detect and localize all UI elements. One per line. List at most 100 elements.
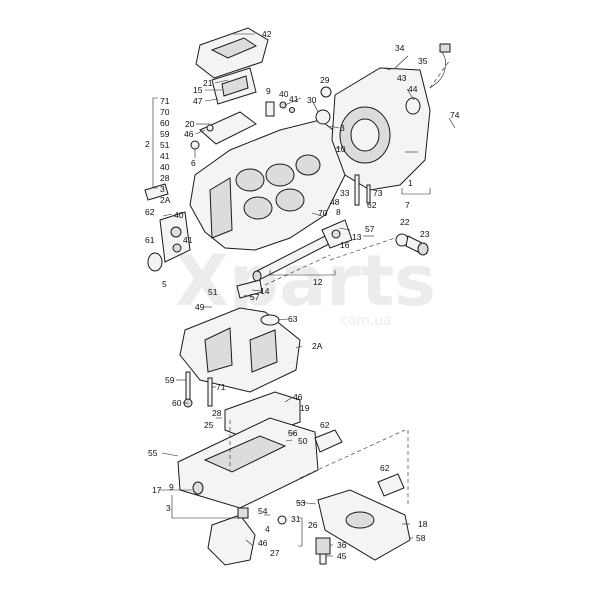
leader-lines — [160, 55, 456, 557]
callout-34: 34 — [395, 43, 405, 53]
bracket-26 — [298, 517, 303, 547]
callout-42: 42 — [262, 29, 272, 39]
callout-35: 35 — [418, 56, 428, 66]
bracket-3-lower — [171, 495, 240, 519]
callout-62-lower: 62 — [380, 463, 390, 473]
callout-16: 16 — [340, 240, 350, 250]
callout-stack-71: 71 — [160, 96, 170, 106]
assembly-line-2 — [299, 429, 406, 479]
callout-47: 47 — [193, 96, 203, 106]
callout-57-bottom: 57 — [250, 292, 260, 302]
callout-55: 55 — [148, 448, 158, 458]
callout-19: 19 — [300, 403, 310, 413]
callout-5: 5 — [162, 279, 167, 289]
callout-63: 63 — [288, 314, 298, 324]
oil-pan-upper — [177, 417, 319, 509]
callout-49: 49 — [195, 302, 205, 312]
lower-crankcase — [179, 307, 301, 393]
callout-2A: 2A — [312, 341, 323, 351]
callout-62-pan: 62 — [320, 420, 330, 430]
long-bolt — [354, 174, 360, 206]
callout-56: 56 — [288, 428, 298, 438]
callout-48: 48 — [330, 197, 340, 207]
callout-4: 4 — [265, 524, 270, 534]
oil-pan-lower — [317, 489, 411, 561]
callout-stack-70: 70 — [160, 107, 170, 117]
callout-41-top: 41 — [289, 94, 299, 104]
shaft-bushing — [395, 233, 429, 256]
callout-36: 36 — [337, 540, 347, 550]
callout-28: 28 — [212, 408, 222, 418]
callout-61: 61 — [145, 235, 155, 245]
callout-51: 51 — [208, 287, 218, 297]
callout-stack-51: 51 — [160, 140, 170, 150]
seal-ring — [320, 86, 332, 98]
callout-70: 70 — [318, 208, 328, 218]
callout-46-lower: 46 — [258, 538, 268, 548]
assembly-line-4 — [329, 237, 396, 261]
bracket-1-7 — [401, 188, 431, 195]
callout-stack-28: 28 — [160, 173, 170, 183]
callout-stack-2A: 2A — [160, 195, 171, 205]
callout-53: 53 — [296, 498, 306, 508]
upper-cover-assembly — [195, 27, 269, 105]
small-sensor — [190, 140, 200, 158]
oil-strainer — [207, 507, 256, 566]
callout-12: 12 — [313, 277, 323, 287]
plug-small — [279, 101, 287, 109]
callout-15: 15 — [193, 85, 203, 95]
callout-7: 7 — [405, 200, 410, 210]
callout-50: 50 — [298, 436, 308, 446]
callout-8: 8 — [336, 207, 341, 217]
callout-3-lower: 3 — [166, 503, 171, 513]
callout-46-mid: 46 — [293, 392, 303, 402]
gasket-plate — [199, 111, 257, 145]
bracket-12 — [269, 270, 336, 276]
callout-17: 17 — [152, 485, 162, 495]
plug-small-b — [289, 107, 295, 113]
callout-6: 6 — [191, 158, 196, 168]
callout-60: 60 — [172, 398, 182, 408]
assembly-line-6 — [429, 59, 451, 89]
callout-33: 33 — [340, 188, 350, 198]
callout-40-top: 40 — [279, 89, 289, 99]
callout-57-top: 57 — [365, 224, 375, 234]
callout-9: 9 — [266, 86, 271, 96]
callout-stack-40: 40 — [160, 162, 170, 172]
callout-stack-60: 60 — [160, 118, 170, 128]
engine-block — [189, 119, 346, 251]
callout-30: 30 — [307, 95, 317, 105]
callout-27: 27 — [270, 548, 280, 558]
bolt-73 — [366, 184, 371, 204]
callout-stack-41: 41 — [160, 151, 170, 161]
bracket-small — [236, 279, 263, 299]
callout-62-left: 62 — [145, 207, 155, 217]
callout-stack-3: 3 — [160, 184, 165, 194]
callout-43: 43 — [397, 73, 407, 83]
callout-1: 1 — [408, 178, 413, 188]
callout-29: 29 — [320, 75, 330, 85]
filter-element-upper — [314, 429, 343, 453]
drain-plug — [277, 515, 287, 525]
callout-13: 13 — [352, 232, 362, 242]
watermark-subtext: com.ua — [340, 313, 392, 329]
sensor-cable — [429, 49, 446, 89]
callout-54: 54 — [258, 506, 268, 516]
callout-21: 21 — [203, 78, 213, 88]
oil-fitting — [265, 101, 275, 117]
oil-level-sensor — [315, 537, 331, 565]
callout-22: 22 — [400, 217, 410, 227]
callout-62-mid: 62 — [367, 200, 377, 210]
callout-58: 58 — [416, 533, 426, 543]
bellhousing-cover — [331, 67, 431, 191]
callout-18: 18 — [418, 519, 428, 529]
callout-3: 3 — [340, 123, 345, 133]
gasket-small-left — [144, 183, 169, 201]
sensor-connector — [439, 43, 451, 53]
callout-59: 59 — [165, 375, 175, 385]
filter-element-lower — [377, 473, 405, 497]
pump-bracket — [321, 219, 353, 249]
callout-14: 14 — [260, 286, 270, 296]
callout-2: 2 — [145, 139, 150, 149]
